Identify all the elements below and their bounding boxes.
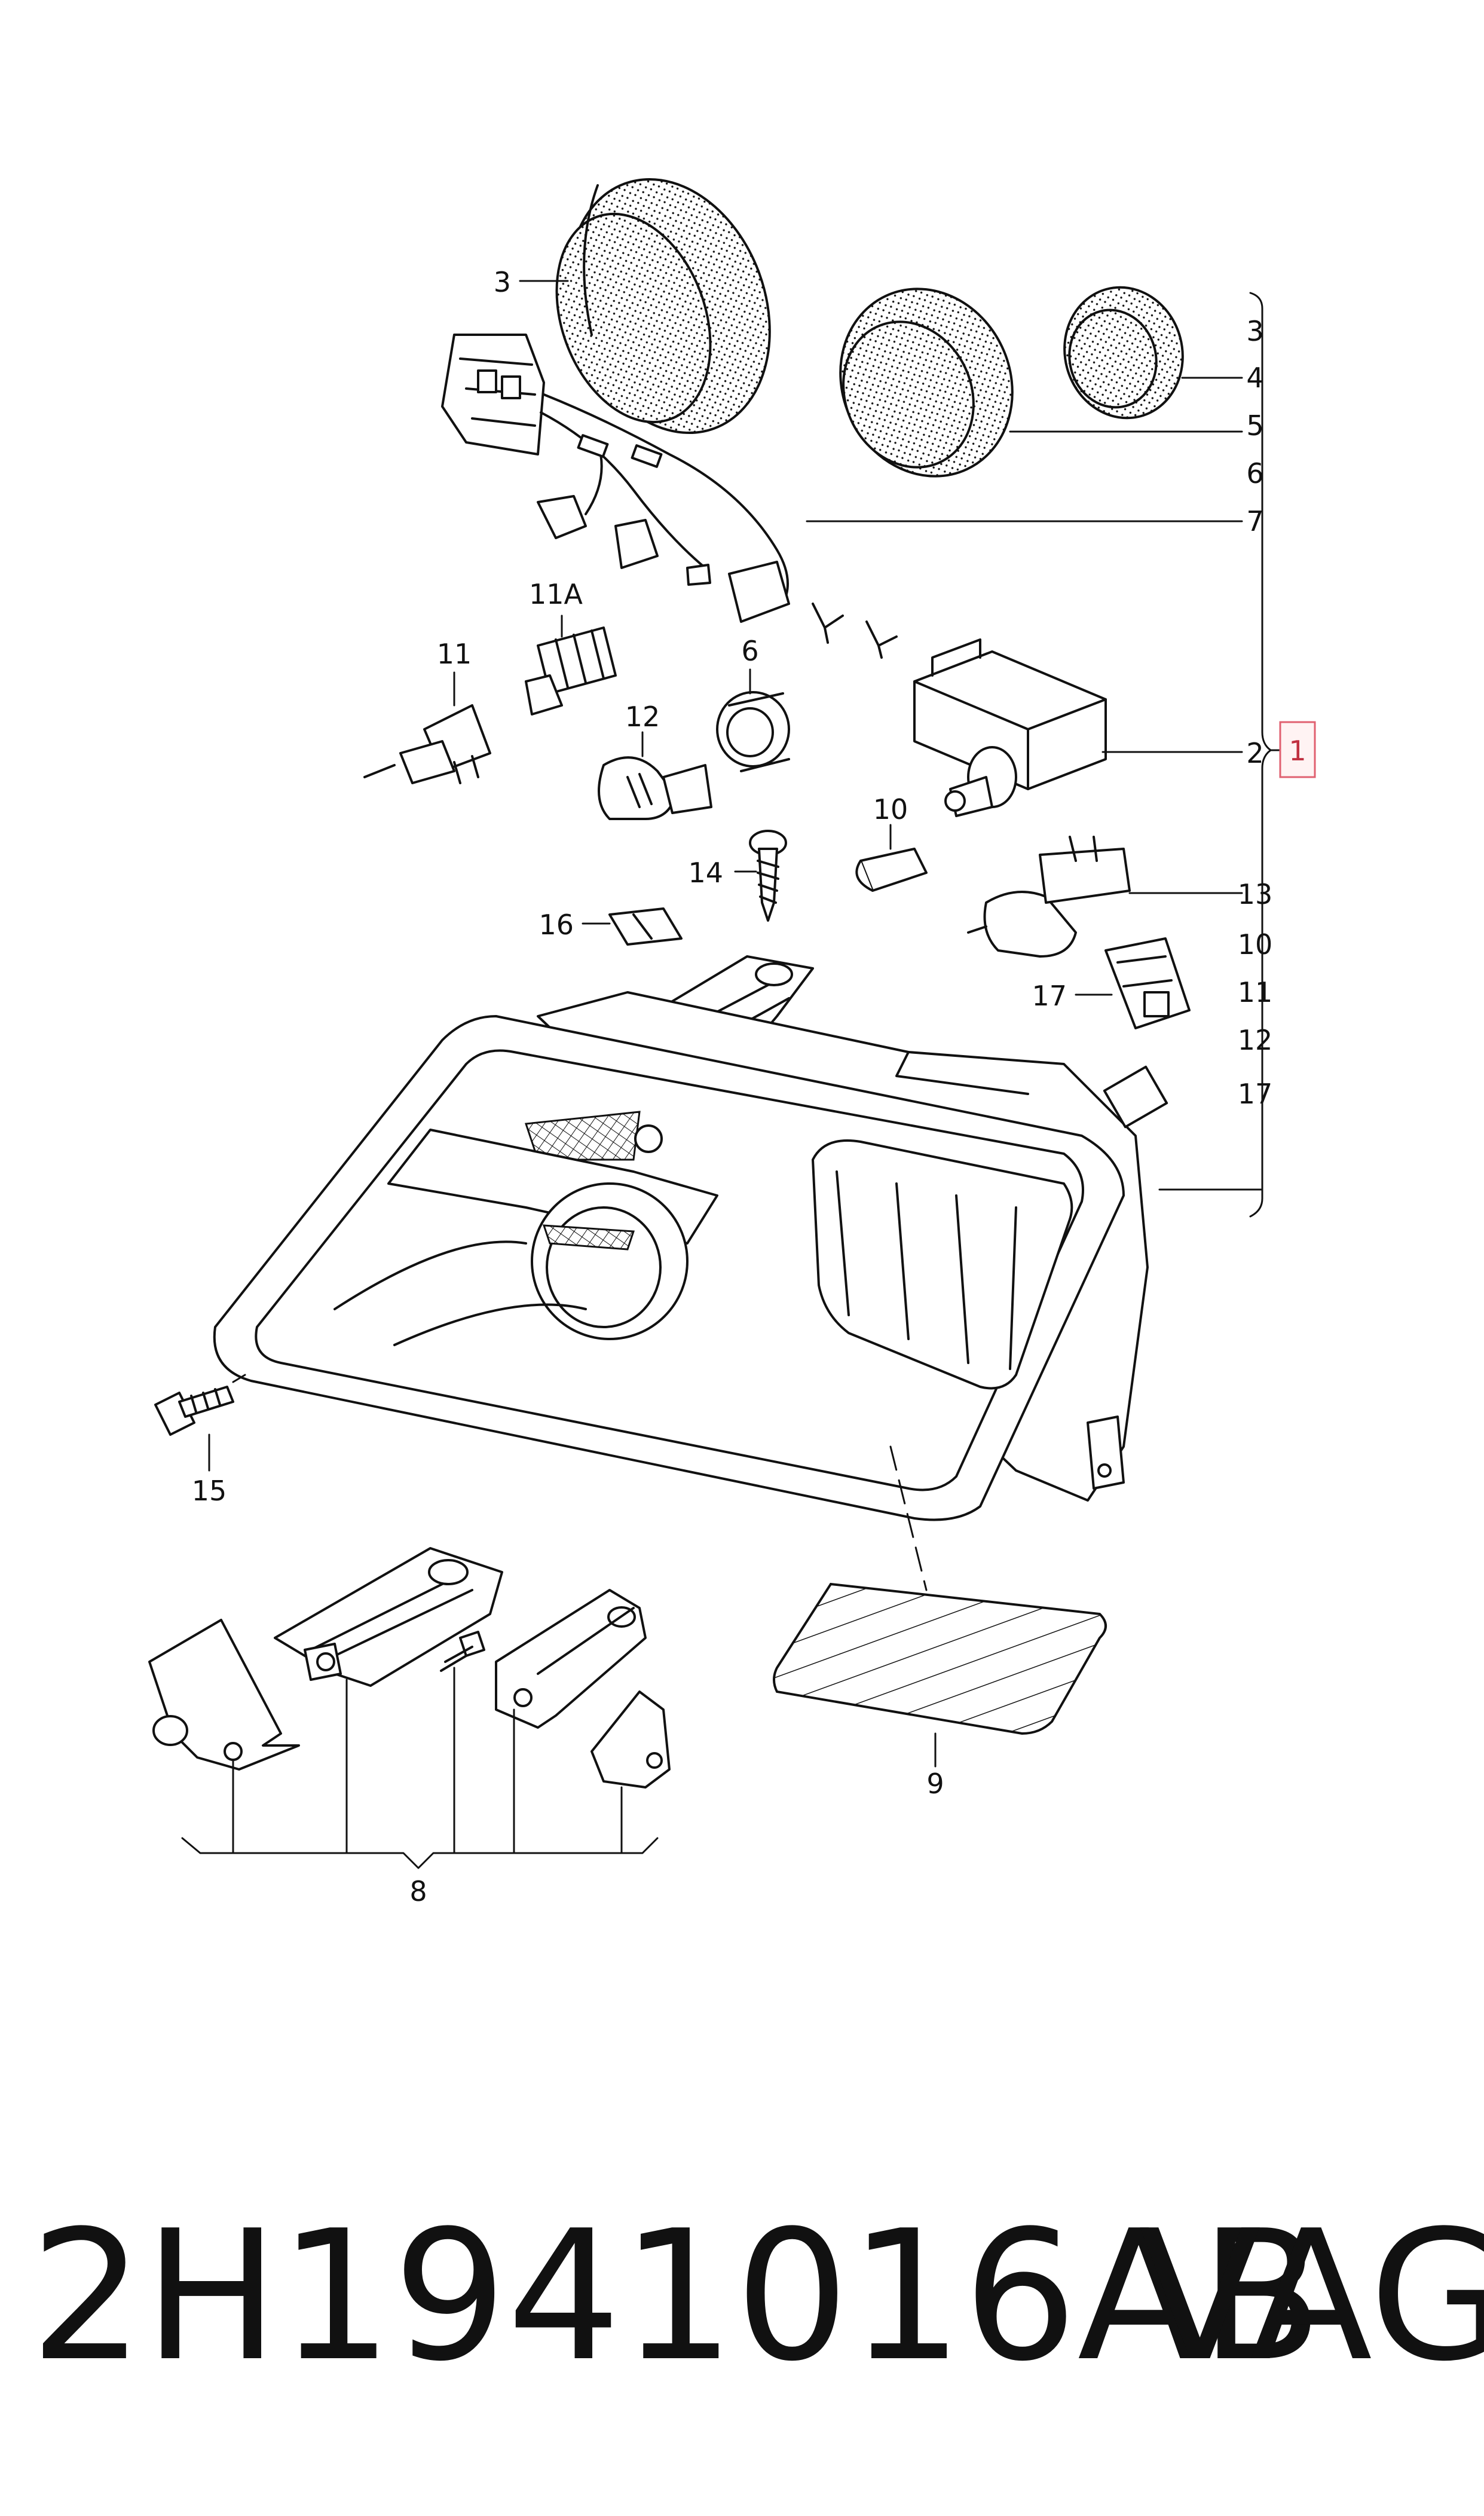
label-15: 15 [192, 1475, 227, 1507]
label-12-left: 12 [625, 701, 660, 733]
dust-cap-medium[interactable] [810, 261, 1042, 505]
label-5: 5 [1246, 409, 1263, 442]
part-index-bracket [1249, 292, 1280, 1218]
dust-cap-small[interactable] [1050, 274, 1197, 431]
label-17-left: 17 [1032, 980, 1067, 1012]
bulb-socket-11A[interactable] [525, 626, 617, 716]
label-11-right: 11 [1238, 976, 1273, 1008]
label-3-left: 3 [494, 266, 511, 298]
label-1: 1 [1289, 735, 1306, 767]
harness-clip-1[interactable] [812, 603, 844, 644]
label-14: 14 [688, 857, 723, 889]
brand: VAG [1139, 2192, 1484, 2401]
headlight-lens-9[interactable] [773, 1582, 1107, 1735]
label-6-left: 6 [741, 635, 758, 667]
label-9: 9 [926, 1768, 944, 1800]
bulb-12[interactable] [598, 756, 712, 820]
label-3-right: 3 [1246, 315, 1263, 347]
part-number: 2H1941016AB [30, 2192, 1323, 2401]
label-13: 13 [1238, 878, 1273, 910]
label-4: 4 [1246, 362, 1263, 394]
label-11A: 11A [529, 578, 583, 610]
screw-14[interactable] [749, 830, 787, 922]
repair-kit-8[interactable] [148, 1547, 671, 1789]
dust-cap-large[interactable] [530, 151, 804, 461]
lamp-holder-6[interactable] [716, 691, 790, 772]
headlight-housing[interactable] [213, 955, 1168, 1521]
label-17-right: 17 [1238, 1078, 1273, 1110]
label-10-right: 10 [1238, 928, 1273, 961]
wiring-harness[interactable] [441, 334, 790, 623]
item-1-highlight[interactable]: 1 [1279, 721, 1316, 778]
bracket-17[interactable] [1104, 937, 1191, 1029]
bulb-10[interactable] [855, 848, 928, 892]
label-16: 16 [538, 909, 574, 941]
label-7: 7 [1246, 505, 1263, 537]
label-6-right: 6 [1246, 457, 1263, 490]
harness-clip-2[interactable] [865, 620, 898, 659]
label-10-left: 10 [873, 793, 908, 826]
bulb-13[interactable] [967, 836, 1131, 958]
bulb-11[interactable] [363, 704, 491, 784]
label-12-right: 12 [1238, 1024, 1273, 1056]
screw-15[interactable] [154, 1386, 234, 1436]
label-8: 8 [409, 1875, 427, 1907]
clip-16[interactable] [608, 907, 683, 946]
label-2: 2 [1246, 737, 1263, 769]
item-1-box[interactable] [1279, 721, 1316, 778]
leveling-motor[interactable] [913, 638, 1107, 817]
repair-kit-leaders [181, 1667, 659, 1869]
label-11-left: 11 [437, 638, 472, 670]
